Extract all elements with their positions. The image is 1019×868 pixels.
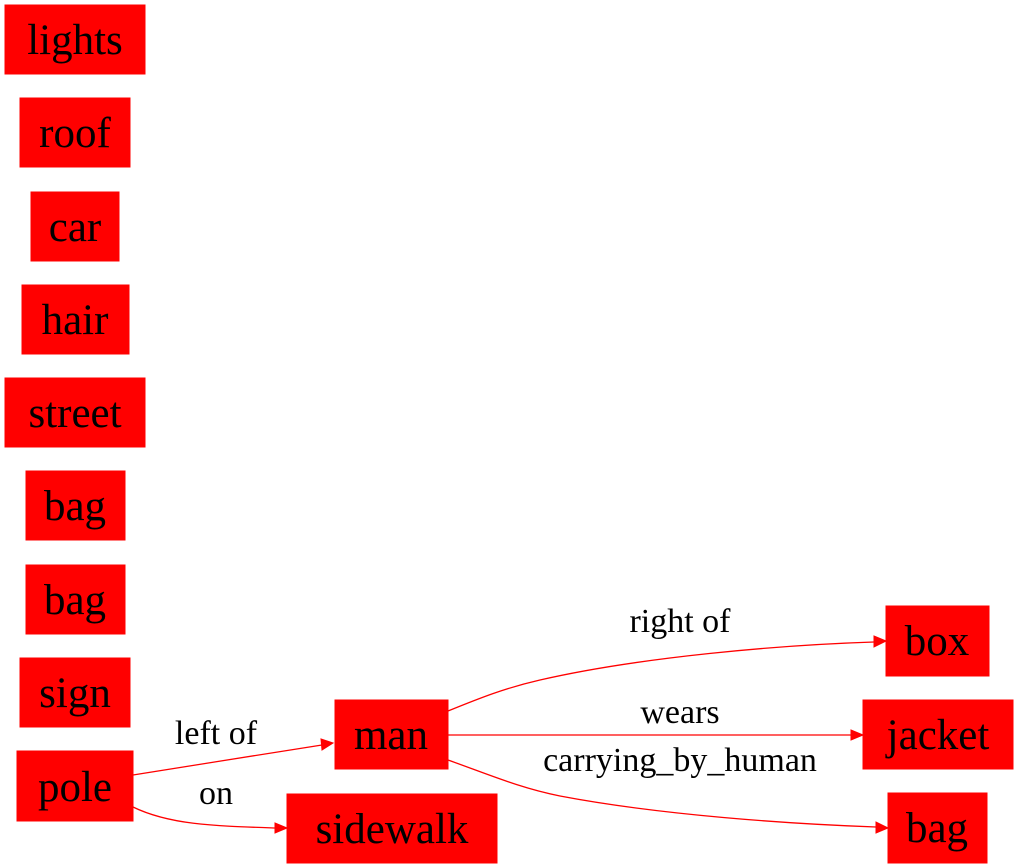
node-man: man <box>334 699 449 770</box>
node-bag: bag <box>25 470 126 541</box>
edge-pole-on-sidewalk: on <box>132 775 289 834</box>
node-street: street <box>4 377 146 448</box>
edge-man-carrying-by-human-bag: carrying_by_human <box>447 742 890 834</box>
node-label: street <box>28 390 121 437</box>
node-label: box <box>905 618 970 665</box>
node-sign: sign <box>19 657 131 728</box>
node-car: car <box>30 191 120 262</box>
node-sidewalk: sidewalk <box>286 793 498 864</box>
edge-man-wears-jacket: wears <box>448 694 865 741</box>
node-label: roof <box>39 110 111 157</box>
edge-label: carrying_by_human <box>543 742 817 779</box>
node-pole: pole <box>16 750 134 822</box>
node-label: car <box>49 204 102 251</box>
node-jacket: jacket <box>862 699 1014 770</box>
node-label: man <box>354 712 428 759</box>
node-bag: bag <box>887 792 988 864</box>
edge-label: on <box>199 775 233 812</box>
node-bag: bag <box>25 564 126 635</box>
node-label: bag <box>44 577 106 624</box>
node-box: box <box>885 605 990 677</box>
node-label: pole <box>38 764 112 811</box>
node-label: sidewalk <box>316 806 469 853</box>
node-label: lights <box>27 17 123 64</box>
edge-pole-left-of-man: left of <box>132 715 335 776</box>
node-label: bag <box>44 483 106 530</box>
node-label: jacket <box>885 712 990 759</box>
node-hair: hair <box>21 284 130 355</box>
edge-label: wears <box>640 694 719 731</box>
node-label: hair <box>42 297 109 344</box>
node-lights: lights <box>4 4 146 75</box>
edge-label: right of <box>629 603 731 640</box>
edge-label: left of <box>175 715 258 752</box>
node-roof: roof <box>19 97 131 168</box>
node-label: sign <box>39 670 111 717</box>
node-label: bag <box>906 805 968 852</box>
edge-man-right-of-box: right of <box>447 603 888 712</box>
